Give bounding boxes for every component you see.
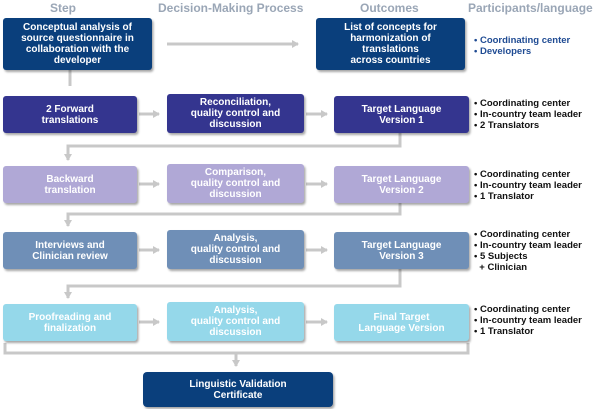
outcome-target-version-2: Target Language Version 2 xyxy=(334,166,469,203)
connector-4-final xyxy=(3,343,470,355)
participants-row3: • Coordinating center • In-country team … xyxy=(474,229,582,273)
participant-item: + Clinician xyxy=(474,262,528,273)
final-certificate: Linguistic Validation Certificate xyxy=(143,372,333,407)
step-proofreading: Proofreading and finalization xyxy=(3,304,137,341)
participant-item: • Coordinating center xyxy=(474,35,571,46)
participant-item: • In-country team leader xyxy=(474,240,582,251)
step-backward-translation: Backward translation xyxy=(3,166,137,203)
process-analysis-row3: Analysis, quality control and discussion xyxy=(167,230,304,269)
participants-row0: • Coordinating center • Developers xyxy=(474,35,570,57)
step-interviews-clinician-review: Interviews and Clinician review xyxy=(3,232,137,269)
participant-item: • Coordinating center xyxy=(474,229,571,240)
participant-item: • Coordinating center xyxy=(474,169,571,180)
participants-row1: • Coordinating center • In-country team … xyxy=(474,98,582,131)
process-comparison: Comparison, quality control and discussi… xyxy=(167,164,304,203)
connector-1-2 xyxy=(64,132,402,161)
participant-item: • In-country team leader xyxy=(474,315,582,326)
step-conceptual-analysis: Conceptual analysis of source questionna… xyxy=(3,18,152,70)
header-step: Step xyxy=(50,1,77,15)
participant-item: • 2 Translators xyxy=(474,120,540,131)
step-forward-translations: 2 Forward translations xyxy=(3,96,137,133)
participant-item: • Coordinating center xyxy=(474,304,571,315)
participant-item: • 5 Subjects xyxy=(474,251,528,262)
participant-item: • Coordinating center xyxy=(474,98,571,109)
outcome-final-target-version: Final Target Language Version xyxy=(334,304,469,341)
participant-item: • Developers xyxy=(474,46,532,57)
participant-item: • 1 Translator xyxy=(474,326,534,337)
participants-row4: • Coordinating center • In-country team … xyxy=(474,304,582,337)
header-process: Decision-Making Process xyxy=(158,1,304,15)
outcome-target-version-3: Target Language Version 3 xyxy=(334,232,469,269)
participants-row2: • Coordinating center • In-country team … xyxy=(474,169,582,202)
participant-item: • In-country team leader xyxy=(474,109,582,120)
participant-item: • In-country team leader xyxy=(474,180,582,191)
header-outcomes: Outcomes xyxy=(360,1,419,15)
process-analysis-row4: Analysis, quality control and discussion xyxy=(167,302,304,341)
participant-item: • 1 Translator xyxy=(474,191,534,202)
header-participants: Participants/language xyxy=(468,1,593,15)
connector-2-3 xyxy=(64,202,402,227)
connector-3-4 xyxy=(64,268,402,299)
process-reconciliation: Reconciliation, quality control and disc… xyxy=(167,94,304,133)
outcome-target-version-1: Target Language Version 1 xyxy=(334,96,469,133)
outcome-concept-list: List of concepts for harmonization of tr… xyxy=(316,18,465,70)
